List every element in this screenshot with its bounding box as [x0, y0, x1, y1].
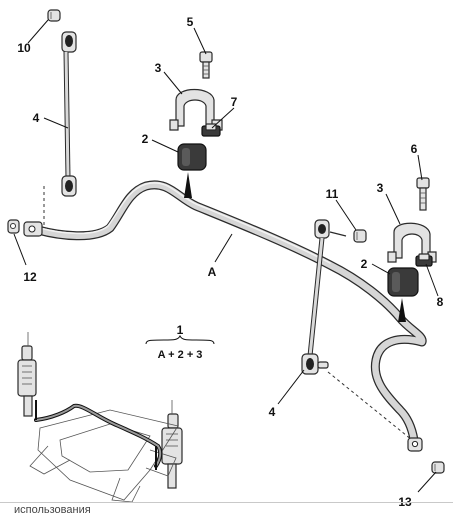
assembly-formula: 1 A + 2 + 3 [145, 323, 215, 361]
callout-12: 12 [23, 270, 37, 284]
leader-lines [13, 19, 439, 493]
callout-5: 5 [187, 15, 194, 29]
nut-11-icon [353, 229, 367, 243]
callout-4-top: 4 [33, 111, 40, 125]
callout-11: 11 [326, 187, 339, 201]
bolt-5-icon [199, 51, 213, 79]
bracket-3-top-icon [169, 89, 223, 131]
bottom-divider [0, 502, 453, 503]
callout-4-bottom: 4 [269, 405, 276, 419]
callout-10: 10 [17, 41, 31, 55]
bushing-2-top-icon [177, 143, 207, 198]
stabilizer-bar [23, 180, 427, 452]
callout-6: 6 [411, 142, 418, 156]
vehicle-location-inset [17, 332, 183, 503]
nut-7-icon [201, 123, 221, 137]
nut-12-icon [7, 219, 20, 234]
link-rod-right [301, 219, 413, 441]
callout-3-top: 3 [155, 61, 162, 75]
footer-text: использования [14, 504, 91, 516]
callout-7: 7 [231, 95, 238, 109]
callout-A: A [208, 265, 217, 279]
link-rod-left [43, 31, 77, 226]
bolt-6-icon [416, 177, 430, 211]
bushing-2-right-icon [387, 267, 419, 322]
callout-1: 1 [177, 323, 184, 337]
callout-8: 8 [437, 295, 444, 309]
callout-2-right: 2 [361, 257, 368, 271]
callout-2-top: 2 [142, 132, 149, 146]
nut-8-icon [415, 253, 433, 267]
nut-13-icon [431, 461, 445, 474]
callout-3-right: 3 [377, 181, 384, 195]
nut-10-icon [47, 9, 61, 22]
formula-text: A + 2 + 3 [158, 349, 203, 361]
